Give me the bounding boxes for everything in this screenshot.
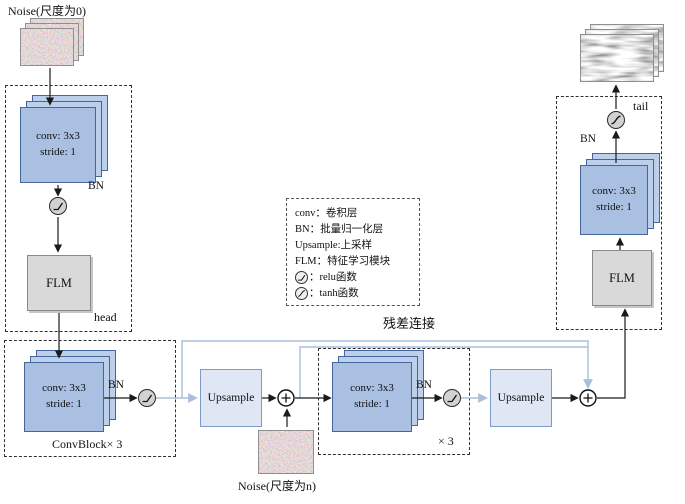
conv-stride-label: stride: 1 [40, 146, 76, 158]
tanh-curve-icon [611, 115, 621, 125]
noise-scale0-label: Noise(尺度为0) [8, 4, 86, 18]
tanh-icon [295, 287, 308, 300]
noise-image-scale0 [20, 18, 84, 66]
tanh-activation-icon [607, 111, 625, 129]
upsample-block-1: Upsample [200, 369, 262, 427]
conv-kernel-label: conv: 3x3 [350, 382, 394, 395]
conv-kernel-label: conv: 3x3 [36, 130, 80, 143]
upsample-block-2: Upsample [490, 369, 552, 427]
sum-node-1 [277, 389, 295, 407]
head-conv-stack: conv: 3x3 stride: 1 [20, 95, 108, 183]
plus-circle-icon [277, 389, 295, 407]
legend-text: Upsample:上采样 [295, 240, 372, 251]
noise-scalen-label: Noise(尺度为n) [238, 479, 316, 493]
legend-text: FLM：特征学习模块 [295, 256, 391, 267]
sum-node-2 [579, 389, 597, 407]
relu-curve-icon [447, 394, 458, 403]
legend-row-conv: conv：卷积层 [295, 206, 411, 221]
relu-activation-icon [138, 389, 156, 407]
bn-label-block2: BN [416, 379, 432, 391]
conv-layer-front: conv: 3x3 stride: 1 [24, 362, 104, 432]
seismic-tile [580, 34, 654, 82]
conv-layer-front: conv: 3x3 stride: 1 [580, 165, 648, 235]
legend-row-tanh: ：tanh函数 [295, 286, 411, 301]
flm-block-tail: FLM [592, 250, 652, 306]
bn-label-head: BN [88, 180, 104, 192]
relu-activation-icon [49, 197, 67, 215]
times-3-label: × 3 [438, 434, 454, 448]
legend-row-upsample: Upsample:上采样 [295, 238, 411, 253]
bn-label-block1: BN [108, 379, 124, 391]
legend-row-bn: BN：批量归一化层 [295, 222, 411, 237]
legend-text: ：relu函数 [309, 272, 357, 283]
convblock1-conv-stack: conv: 3x3 stride: 1 [24, 350, 116, 432]
legend-text: conv：卷积层 [295, 208, 358, 219]
tail-conv-stack: conv: 3x3 stride: 1 [580, 153, 660, 235]
convblock2-conv-stack: conv: 3x3 stride: 1 [332, 350, 424, 432]
output-seismic-image [580, 24, 664, 82]
relu-activation-icon [443, 389, 461, 407]
tail-label: tail [633, 99, 649, 113]
legend-row-flm: FLM：特征学习模块 [295, 254, 411, 269]
conv-layer-front: conv: 3x3 stride: 1 [20, 107, 96, 183]
head-label: head [94, 310, 117, 324]
relu-icon [295, 271, 308, 284]
relu-curve-icon [53, 202, 64, 211]
conv-stride-label: stride: 1 [596, 201, 632, 213]
noise-image-scalen [258, 430, 314, 474]
plus-circle-icon [579, 389, 597, 407]
conv-kernel-label: conv: 3x3 [42, 382, 86, 395]
legend-row-relu: ：relu函数 [295, 270, 411, 285]
conv-stride-label: stride: 1 [46, 398, 82, 410]
relu-curve-icon [142, 394, 153, 403]
residual-connection-label: 残差连接 [383, 316, 436, 331]
head-box [5, 85, 132, 332]
conv-stride-label: stride: 1 [354, 398, 390, 410]
convblock-count-label: ConvBlock× 3 [52, 437, 123, 451]
flm-block-head: FLM [27, 255, 91, 311]
conv-kernel-label: conv: 3x3 [592, 185, 636, 198]
bn-label-tail: BN [580, 133, 596, 145]
conv-layer-front: conv: 3x3 stride: 1 [332, 362, 412, 432]
legend-text: ：tanh函数 [309, 288, 359, 299]
noise-tile [20, 28, 74, 66]
legend-box: conv：卷积层 BN：批量归一化层 Upsample:上采样 FLM：特征学习… [286, 198, 420, 306]
legend-text: BN：批量归一化层 [295, 224, 384, 235]
